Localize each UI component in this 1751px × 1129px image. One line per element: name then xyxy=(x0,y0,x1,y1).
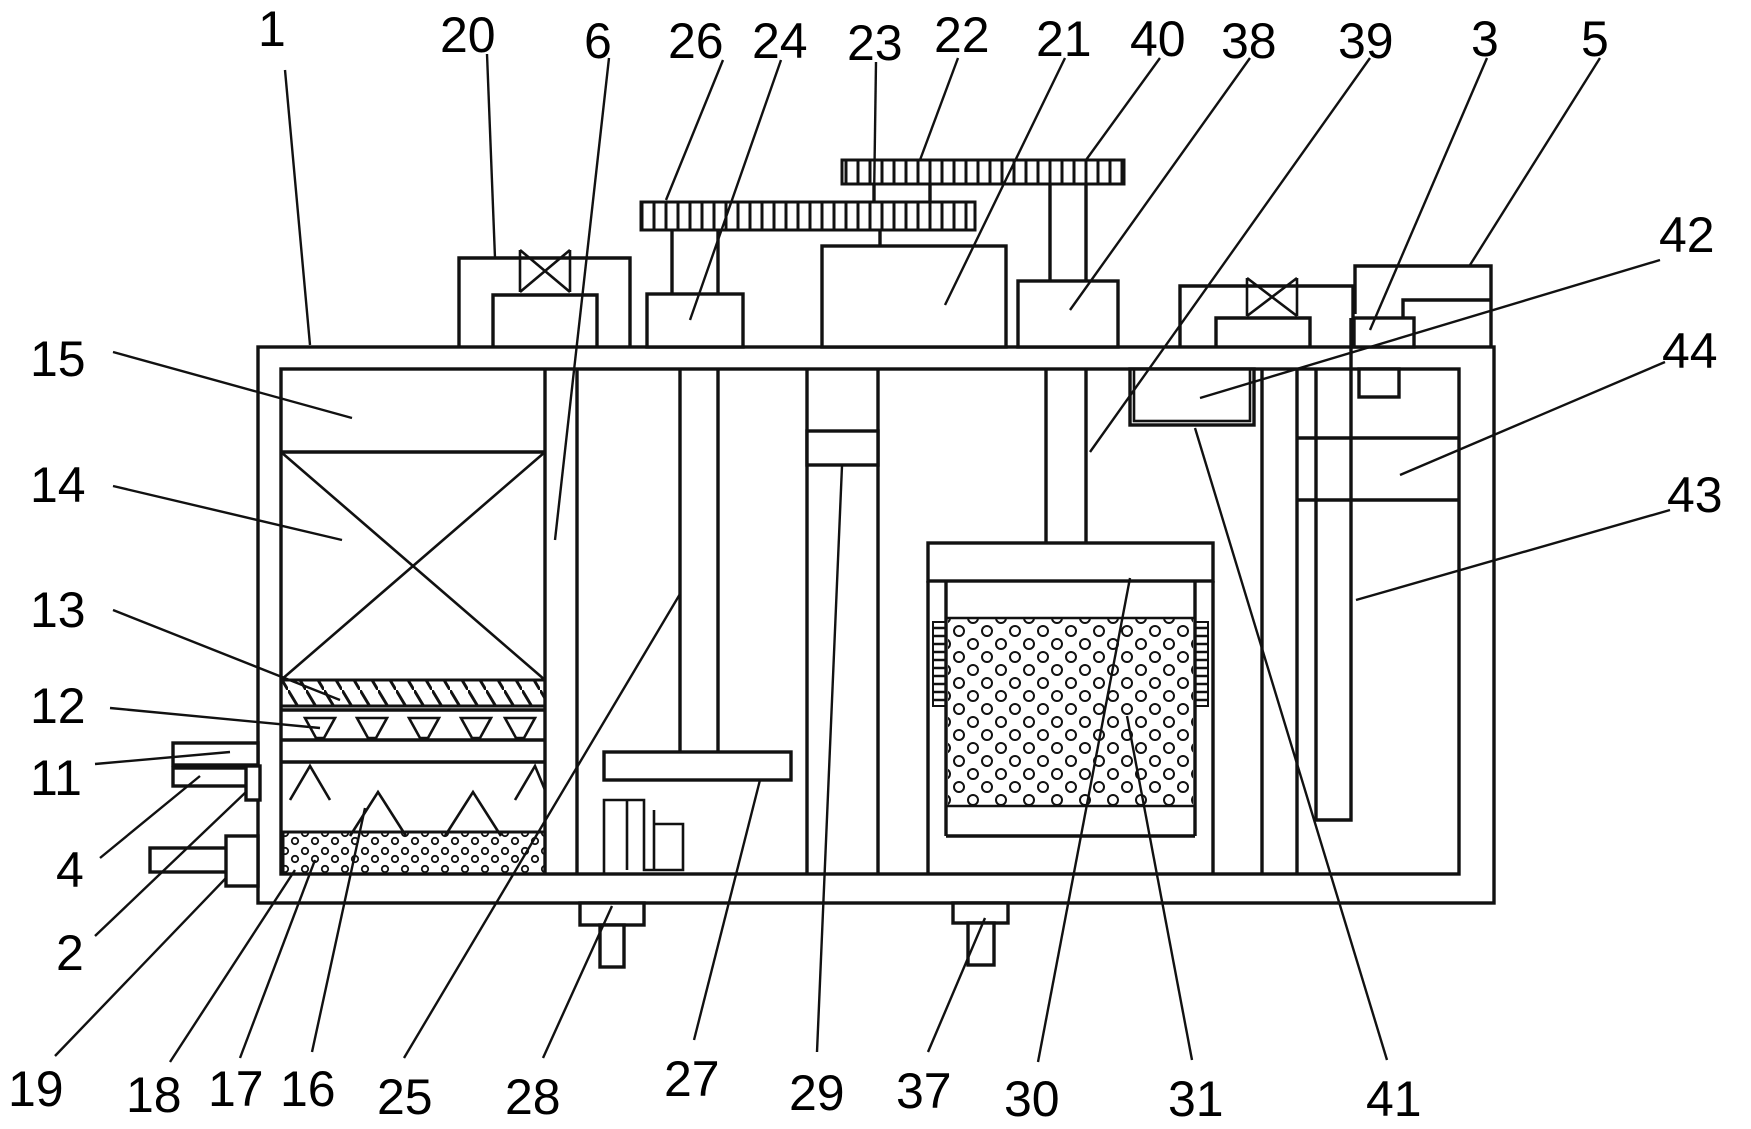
label-3: 3 xyxy=(1471,11,1499,67)
column-29 xyxy=(805,369,880,874)
label-23: 23 xyxy=(847,15,903,71)
label-29: 29 xyxy=(789,1065,845,1121)
label-11: 11 xyxy=(30,750,82,806)
label-20: 20 xyxy=(440,7,496,63)
label-42: 42 xyxy=(1659,207,1715,263)
label-37: 37 xyxy=(896,1063,952,1119)
label-13: 13 xyxy=(30,582,86,638)
label-26: 26 xyxy=(668,13,724,69)
drain-28 xyxy=(578,901,646,969)
label-31: 31 xyxy=(1168,1071,1224,1127)
label-43: 43 xyxy=(1667,467,1723,523)
label-40: 40 xyxy=(1130,11,1186,67)
label-30: 30 xyxy=(1004,1071,1060,1127)
label-17: 17 xyxy=(208,1061,264,1117)
label-1: 1 xyxy=(258,1,286,57)
label-6: 6 xyxy=(584,13,612,69)
label-12: 12 xyxy=(30,678,86,734)
label-21: 21 xyxy=(1036,11,1092,67)
leader-lines xyxy=(54,53,1671,1063)
motor-38 xyxy=(1016,184,1120,543)
label-5: 5 xyxy=(1581,11,1609,67)
label-27: 27 xyxy=(664,1051,720,1107)
filter-basket xyxy=(926,541,1215,874)
reference-labels: 1 20 6 26 24 23 22 21 40 38 39 3 5 42 44… xyxy=(8,1,1723,1127)
label-15: 15 xyxy=(30,331,86,387)
drive-box-21 xyxy=(820,230,1008,349)
label-41: 41 xyxy=(1366,1071,1422,1127)
label-2: 2 xyxy=(56,925,84,981)
label-38: 38 xyxy=(1221,13,1277,69)
label-22: 22 xyxy=(934,7,990,63)
spray-nozzles xyxy=(302,716,538,740)
drain-37 xyxy=(951,901,1010,967)
stirring-unit xyxy=(602,230,793,874)
label-19: 19 xyxy=(8,1061,64,1117)
label-28: 28 xyxy=(505,1069,561,1125)
label-24: 24 xyxy=(752,13,808,69)
label-44: 44 xyxy=(1662,323,1718,379)
label-14: 14 xyxy=(30,457,86,513)
label-4: 4 xyxy=(56,842,84,898)
label-16: 16 xyxy=(280,1061,336,1117)
label-25: 25 xyxy=(377,1069,433,1125)
label-39: 39 xyxy=(1338,13,1394,69)
outlet-channel xyxy=(1260,264,1493,874)
gas-valve-pipe-20 xyxy=(457,249,632,347)
label-18: 18 xyxy=(126,1067,182,1123)
gear-train xyxy=(639,158,1126,232)
inlet-pipes xyxy=(148,741,262,888)
